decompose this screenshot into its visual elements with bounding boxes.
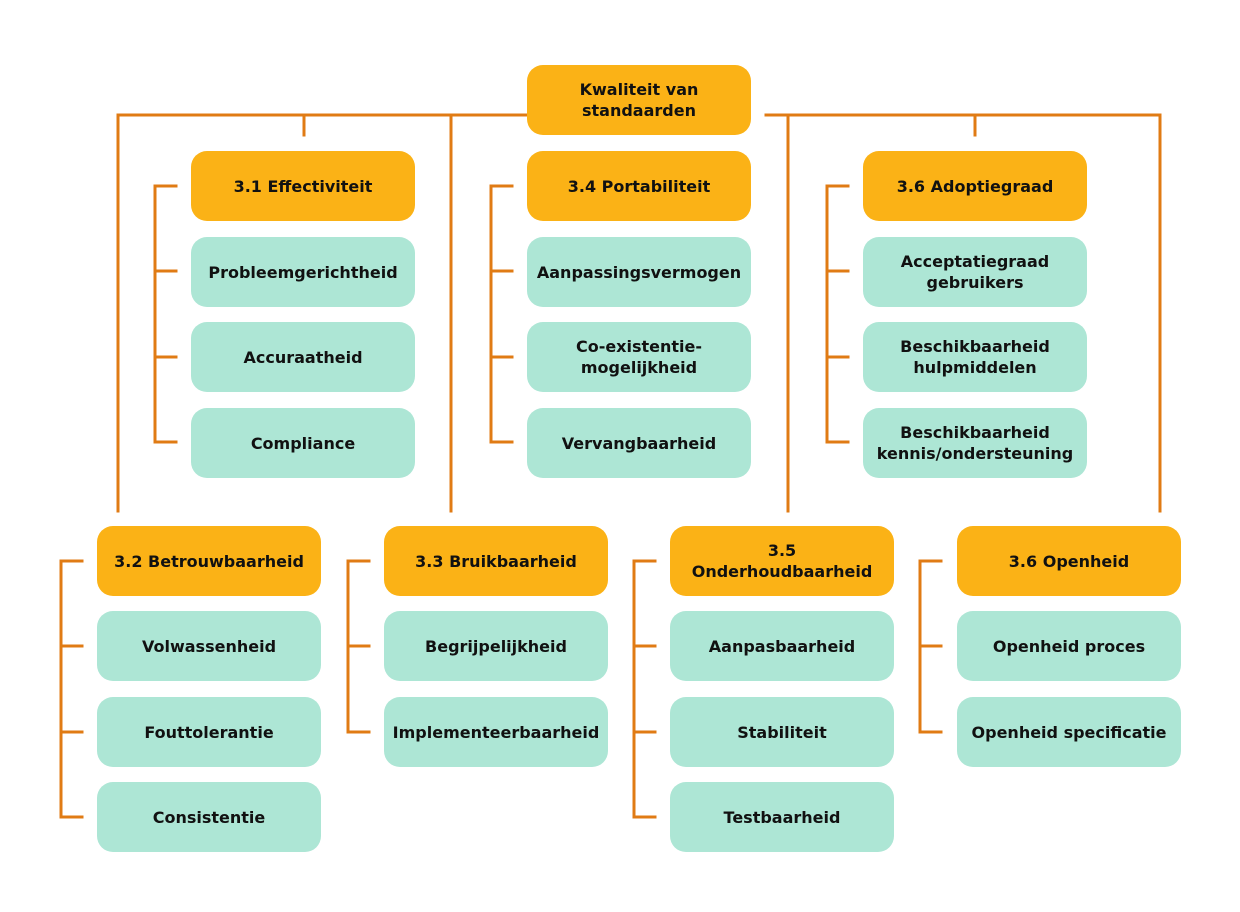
item-vervangbaarheid: Vervangbaarheid [527, 408, 751, 478]
item-begrijpelijkheid: Begrijpelijkheid [384, 611, 608, 681]
category-bruikbaarheid: 3.3 Bruikbaarheid [384, 526, 608, 596]
item-accuraatheid: Accuraatheid [191, 322, 415, 392]
item-kennis-ondersteuning: Beschikbaarheid kennis/ondersteuning [863, 408, 1087, 478]
item-openheid-proces: Openheid proces [957, 611, 1181, 681]
category-onderhoudbaarheid: 3.5 Onderhoudbaarheid [670, 526, 894, 596]
bracket-3-4 [489, 184, 514, 444]
item-aanpassingsvermogen: Aanpassingsvermogen [527, 237, 751, 307]
item-implementeerbaarheid: Implementeerbaarheid [384, 697, 608, 767]
category-adoptiegraad: 3.6 Adoptiegraad [863, 151, 1087, 221]
item-hulpmiddelen: Beschikbaarheid hulpmiddelen [863, 322, 1087, 392]
item-aanpasbaarheid: Aanpasbaarheid [670, 611, 894, 681]
category-effectiviteit: 3.1 Effectiviteit [191, 151, 415, 221]
item-consistentie: Consistentie [97, 782, 321, 852]
root-node: Kwaliteit van standaarden [527, 65, 751, 135]
bracket-3-3 [346, 559, 371, 734]
bracket-3-6-adoptie [825, 184, 850, 444]
category-betrouwbaarheid: 3.2 Betrouwbaarheid [97, 526, 321, 596]
item-fouttolerantie: Fouttolerantie [97, 697, 321, 767]
item-volwassenheid: Volwassenheid [97, 611, 321, 681]
bracket-3-5 [632, 559, 657, 819]
item-probleemgerichtheid: Probleemgerichtheid [191, 237, 415, 307]
category-openheid: 3.6 Openheid [957, 526, 1181, 596]
category-portabiliteit: 3.4 Portabiliteit [527, 151, 751, 221]
item-stabiliteit: Stabiliteit [670, 697, 894, 767]
bracket-3-2 [59, 559, 84, 819]
item-co-existentie: Co-existentie- mogelijkheid [527, 322, 751, 392]
item-testbaarheid: Testbaarheid [670, 782, 894, 852]
item-compliance: Compliance [191, 408, 415, 478]
item-acceptatiegraad: Acceptatiegraad gebruikers [863, 237, 1087, 307]
item-openheid-specificatie: Openheid specificatie [957, 697, 1181, 767]
bracket-3-1 [153, 184, 178, 444]
bracket-3-6-openheid [918, 559, 943, 734]
